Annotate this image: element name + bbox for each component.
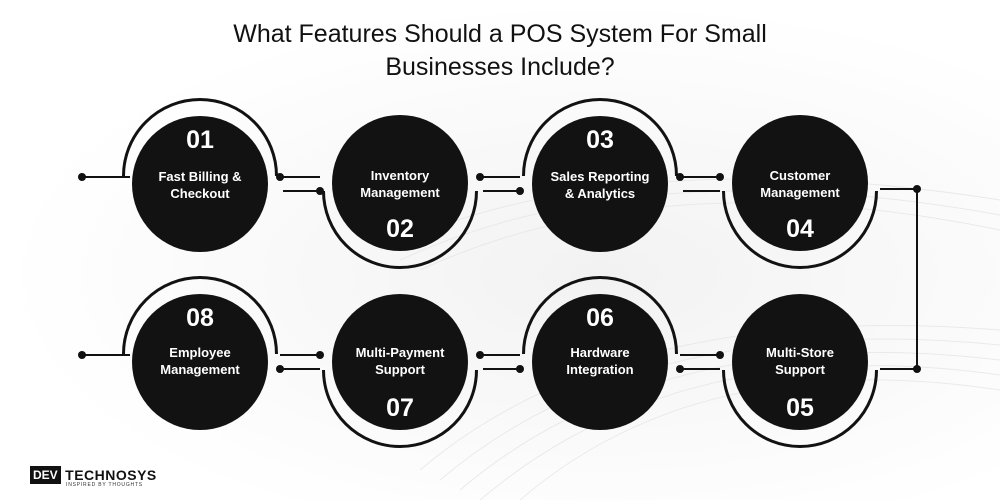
step-05-label-line-1: Multi-Store bbox=[766, 345, 834, 360]
brand-logo: DEV TECHNOSYS INSPIRED BY THOUGHTS bbox=[30, 466, 157, 488]
step-06-circle: 06 Hardware Integration bbox=[532, 294, 668, 430]
step-01-label-line-2: Checkout bbox=[170, 186, 230, 201]
step-08-label-line-2: Management bbox=[160, 362, 240, 377]
step-04-label-line-1: Customer bbox=[769, 168, 831, 183]
step-02-label-line-2: Management bbox=[360, 185, 440, 200]
step-02-circle: Inventory Management 02 bbox=[332, 115, 468, 251]
step-07-label-line-2: Support bbox=[375, 362, 425, 377]
step-02-number: 02 bbox=[386, 215, 414, 243]
logo-tagline: INSPIRED BY THOUGHTS bbox=[66, 482, 143, 488]
logo-wordmark: TECHNOSYS bbox=[65, 467, 157, 483]
title-line-2: Businesses Include? bbox=[385, 53, 615, 81]
step-08-number: 08 bbox=[186, 304, 214, 332]
step-07-label-line-1: Multi-Payment bbox=[355, 345, 445, 360]
step-07-circle: Multi-Payment Support 07 bbox=[332, 294, 468, 430]
step-08-label-line-1: Employee bbox=[169, 345, 231, 360]
logo-dev-mark: DEV bbox=[30, 466, 61, 484]
step-04-label-line-2: Management bbox=[760, 185, 840, 200]
step-06-number: 06 bbox=[586, 304, 614, 332]
step-01-number: 01 bbox=[186, 126, 214, 154]
step-07-number: 07 bbox=[386, 394, 414, 422]
step-04-circle: Customer Management 04 bbox=[732, 115, 868, 251]
step-01-circle: 01 Fast Billing & Checkout bbox=[132, 116, 268, 252]
step-06-label-line-1: Hardware bbox=[570, 345, 630, 360]
step-02-label-line-1: Inventory bbox=[370, 168, 430, 183]
step-04-number: 04 bbox=[786, 215, 814, 243]
step-01-label-line-1: Fast Billing & bbox=[158, 169, 242, 184]
step-03-number: 03 bbox=[586, 126, 614, 154]
step-05-label-line-2: Support bbox=[775, 362, 825, 377]
page-title: What Features Should a POS System For Sm… bbox=[0, 18, 1000, 84]
step-03-circle: 03 Sales Reporting & Analytics bbox=[532, 116, 668, 252]
step-08-circle: 08 Employee Management bbox=[132, 294, 268, 430]
step-03-label-line-2: & Analytics bbox=[564, 186, 636, 201]
step-03-label-line-1: Sales Reporting bbox=[550, 169, 650, 184]
title-line-1: What Features Should a POS System For Sm… bbox=[233, 20, 767, 48]
step-05-number: 05 bbox=[786, 394, 814, 422]
step-06-label-line-2: Integration bbox=[566, 362, 634, 377]
step-05-circle: Multi-Store Support 05 bbox=[732, 294, 868, 430]
